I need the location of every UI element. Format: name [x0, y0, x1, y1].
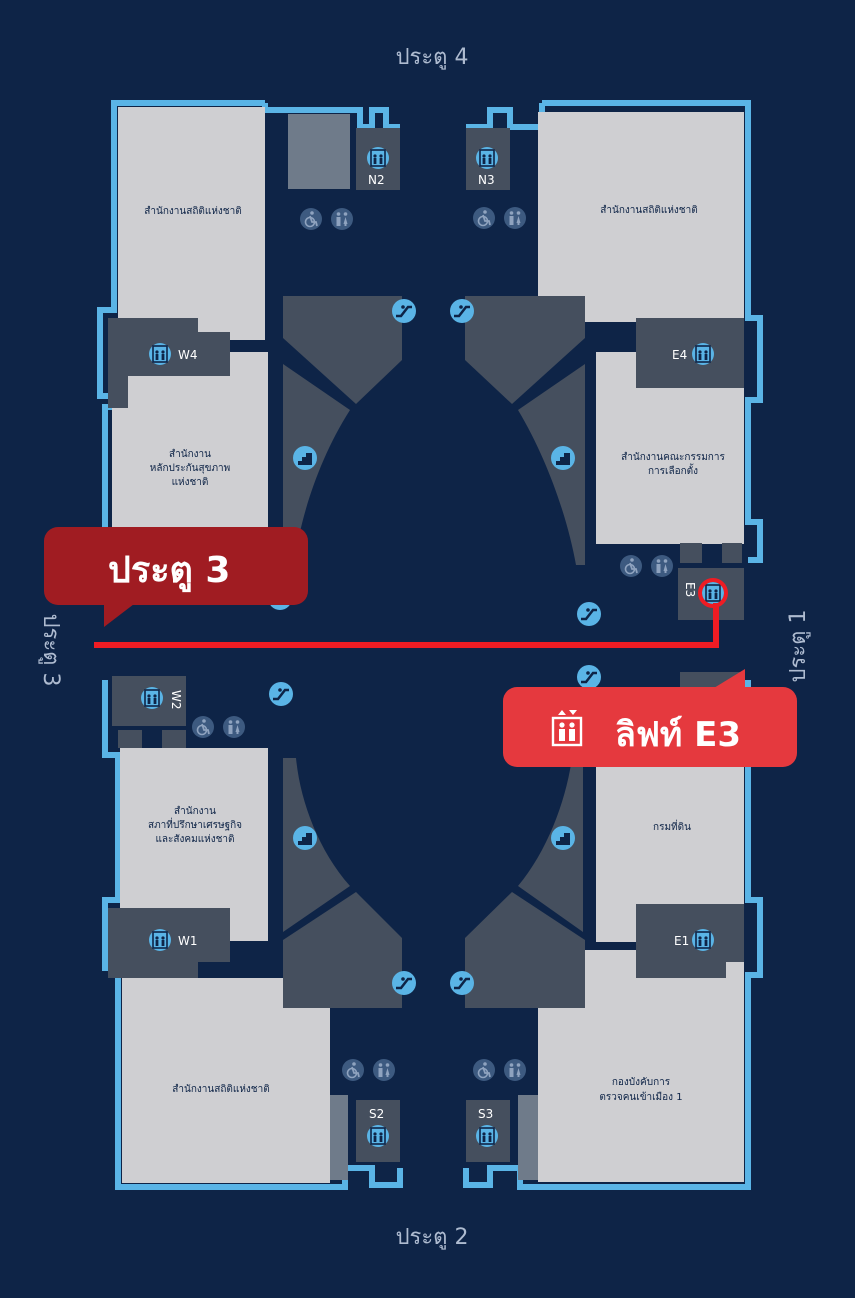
room-label-e-upper-2: การเลือกตั้ง	[648, 463, 698, 477]
room-label-e-upper-1: สำนักงานคณะกรรมการ	[621, 452, 725, 463]
stairs-icon	[551, 826, 575, 850]
restroom-icon	[651, 555, 673, 577]
elevator-icon	[551, 710, 583, 747]
gate-3-callout: ประตู 3	[44, 527, 308, 627]
elevator-icon-n3	[475, 146, 499, 170]
lift-callout-tail	[709, 669, 745, 691]
elevator-label-w2: W2	[169, 690, 183, 710]
room-label-w-upper-3: แห่งชาติ	[172, 477, 209, 488]
route-line	[94, 603, 719, 648]
room-label-se-bottom-2: ตรวจคนเข้าเมือง 1	[599, 1091, 682, 1103]
wheelchair-icon	[472, 206, 496, 230]
lift-e3-callout: ลิฟท์ E3	[503, 669, 797, 767]
elevator-label-w1: W1	[178, 934, 198, 948]
gate-4-label: ประตู 4	[396, 45, 469, 70]
escalator-icon	[390, 297, 418, 325]
escalator-icon	[575, 663, 603, 691]
escalator-icon	[390, 969, 418, 997]
escalator-icon	[575, 600, 603, 628]
gate-3-label: ประตู 3	[38, 614, 63, 687]
elevator-icon-w1	[148, 928, 172, 952]
room-label-w-lower-2: สภาที่ปรึกษาเศรษฐกิจ	[148, 817, 242, 831]
elevator-icon-e4	[691, 342, 715, 366]
room-label-e-lower: กรมที่ดิน	[653, 819, 691, 833]
elevator-icon-w4	[148, 342, 172, 366]
gate-2-label: ประตู 2	[396, 1225, 469, 1250]
elevator-icon-e3	[701, 581, 725, 605]
elevator-label-n3: N3	[478, 173, 495, 187]
stairs-icon	[551, 446, 575, 470]
room-label-sw-bottom: สำนักงานสถิติแห่งชาติ	[172, 1084, 269, 1095]
gate-3-callout-label: ประตู 3	[108, 550, 231, 591]
restroom-icon	[373, 1059, 395, 1081]
wheelchair-icon	[341, 1058, 365, 1082]
escalator-icon	[448, 297, 476, 325]
room-label-nw-top: สำนักงานสถิติแห่งชาติ	[144, 206, 241, 217]
elevator-icon-w2	[140, 686, 164, 710]
room-s-sliver-left	[330, 1095, 348, 1180]
escalator-icon	[267, 680, 295, 708]
elevator-icon-s2	[366, 1124, 390, 1148]
stairs-icon	[293, 446, 317, 470]
room-label-se-bottom-1: กองบังคับการ	[612, 1077, 671, 1088]
elevator-label-s2: S2	[369, 1107, 384, 1121]
elevator-label-e4: E4	[672, 348, 687, 362]
restroom-icon	[331, 208, 353, 230]
elevator-icon-e1	[691, 928, 715, 952]
room-s-sliver-right	[518, 1095, 538, 1180]
restroom-icon	[504, 1059, 526, 1081]
restroom-icon	[504, 207, 526, 229]
lift-e3-callout-label: ลิฟท์ E3	[615, 715, 742, 755]
room-label-w-upper-2: หลักประกันสุขภาพ	[150, 463, 231, 474]
escalator-icon	[448, 969, 476, 997]
route-target-marker	[698, 578, 728, 608]
room-label-w-upper-1: สำนักงาน	[169, 449, 211, 460]
room-label-w-lower-1: สำนักงาน	[174, 806, 216, 817]
room-label-w-lower-3: และสังคมแห่งชาติ	[155, 834, 234, 845]
elevator-label-w4: W4	[178, 348, 198, 362]
wheelchair-icon	[191, 715, 215, 739]
elevator-label-e3: E3	[683, 582, 697, 597]
wheelchair-icon	[619, 554, 643, 578]
stairs-icon	[293, 826, 317, 850]
room-n1	[288, 114, 350, 189]
elevator-label-e1: E1	[674, 934, 689, 948]
elevator-label-n2: N2	[368, 173, 385, 187]
gate-3-callout-tail	[104, 601, 138, 627]
core-blocks	[108, 128, 744, 1162]
elevator-icon-s3	[475, 1124, 499, 1148]
elevator-label-s3: S3	[478, 1107, 493, 1121]
gate-1-label: ประตู 1	[786, 610, 811, 683]
wheelchair-icon	[299, 207, 323, 231]
wheelchair-icon	[472, 1058, 496, 1082]
elevator-icon-n2	[366, 146, 390, 170]
room-label-ne-top: สำนักงานสถิติแห่งชาติ	[600, 205, 697, 216]
restroom-icon	[223, 716, 245, 738]
